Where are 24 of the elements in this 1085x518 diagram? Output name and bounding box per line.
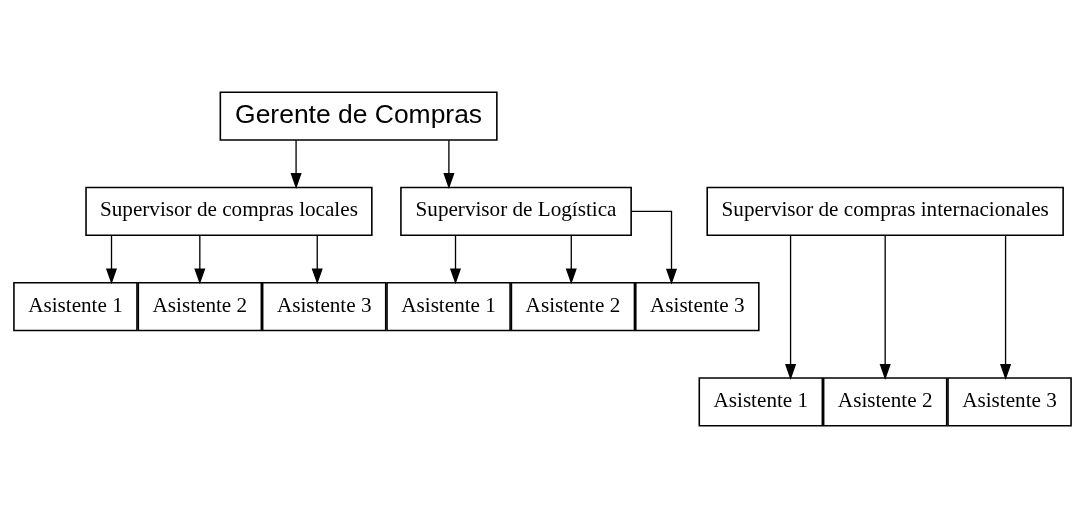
node-box: Supervisor de compras locales [85,186,373,236]
arrow [105,234,118,285]
node-box: Asistente 3 [947,377,1072,427]
arrow [449,234,462,285]
node-box: Asistente 3 [635,282,760,332]
node-box: Asistente 1 [698,377,824,427]
arrow [785,234,797,380]
node-box: Gerente de Compras [219,91,498,141]
arrow [443,139,455,189]
node-box: Asistente 1 [386,282,511,332]
arrow [311,234,323,285]
node-box: Asistente 2 [510,282,636,332]
arrow [879,234,891,380]
arrow [290,139,302,189]
node-box: Supervisor de Logística [400,186,632,236]
arrow [565,234,577,285]
arrow [194,234,206,285]
node-box: Supervisor de compras internacionales [706,186,1064,236]
node-box: Asistente 1 [13,282,138,332]
node-box: Asistente 2 [822,377,948,427]
arrow [630,210,678,285]
node-box: Asistente 2 [137,282,263,332]
node-box: Asistente 3 [261,282,387,332]
arrow [1000,234,1012,380]
